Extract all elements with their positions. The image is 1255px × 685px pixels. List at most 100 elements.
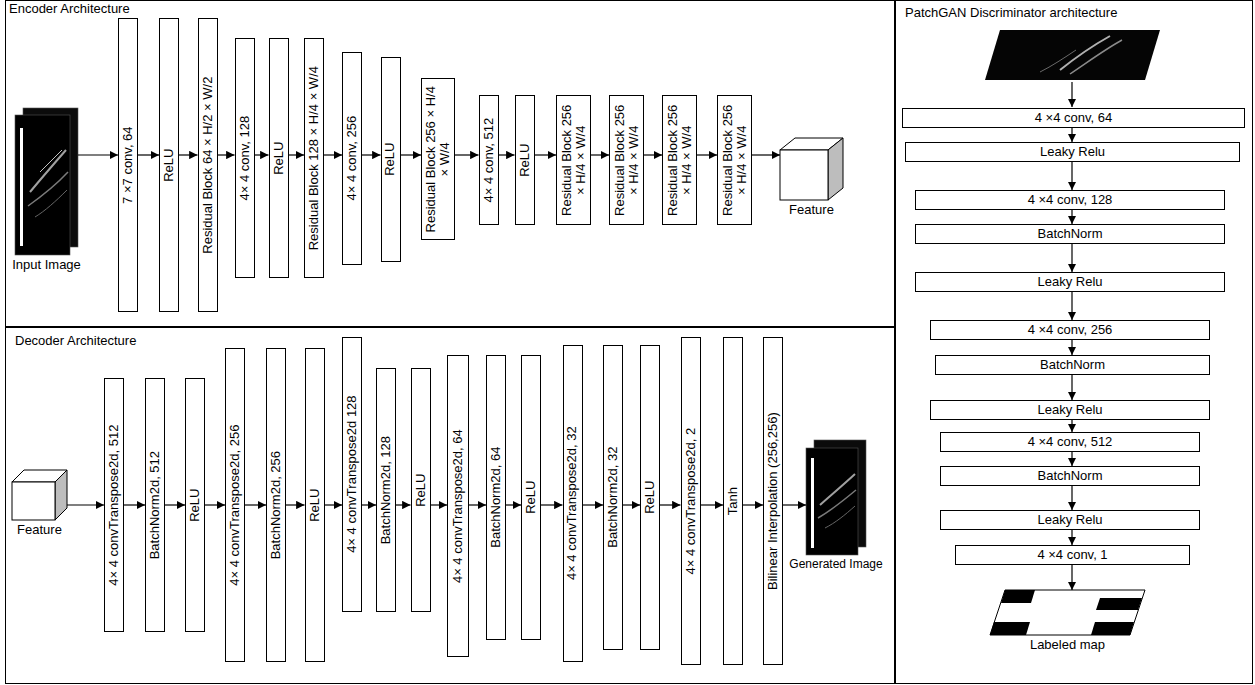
layer-label: Residual Block 256 × H/4 × W/4 <box>720 100 749 220</box>
layer-label: ReLU <box>188 383 202 627</box>
layer-block: 4× 4 conv, 128 <box>235 38 255 278</box>
layer-label: Leaky Relu <box>1037 513 1102 527</box>
flow-arrow <box>469 504 486 505</box>
image-front <box>806 448 858 555</box>
layer-block: Residual Block 256 × H/4 × W/4 <box>609 95 644 225</box>
image-caption: Input Image <box>0 258 132 272</box>
image-node: Generated Image <box>806 440 866 555</box>
layer-label: 4× 4 convTranspose2d, 64 <box>451 360 465 652</box>
layer-label: ReLU <box>413 373 427 607</box>
image-streak <box>40 150 62 172</box>
panel-title: Decoder Architecture <box>6 328 894 348</box>
panel-title: PatchGAN Discriminator architecture <box>896 1 1252 20</box>
image-caption: Feature <box>0 523 125 537</box>
layer-label: ReLU <box>383 62 397 257</box>
flow-arrow <box>1071 292 1072 320</box>
flow-arrow <box>1071 340 1072 355</box>
flow-arrow <box>541 504 563 505</box>
layer-block: Bilinear Interpolation (256,256) <box>763 337 783 665</box>
layer-label: BatchNorm2d, 128 <box>379 373 393 607</box>
layer-label: 4× 4 conv, 256 <box>345 57 359 260</box>
flow-arrow <box>431 504 448 505</box>
image-streak <box>1060 36 1110 70</box>
layer-block: Residual Block 128 × H/4 × W/4 <box>304 38 324 278</box>
image-bar <box>20 128 23 246</box>
layer-block: Residual Block 256 × H/4 × W/4 <box>717 95 752 225</box>
layer-block: ReLU <box>381 57 401 262</box>
layer-label: 4× 4 convTranspose2d, 2 <box>683 342 697 660</box>
layer-block: Leaky Relu <box>930 400 1210 420</box>
layer-block: Residual Block 256 × H/4 × W/4 <box>421 78 455 240</box>
layer-block: 4× 4 convTranspose2d, 256 <box>225 348 245 662</box>
image-streak <box>1070 40 1122 74</box>
layer-label: 4× 4 convTranspose2d, 512 <box>107 383 121 627</box>
flow-arrow <box>591 154 609 155</box>
layer-label: BatchNorm <box>1037 469 1102 483</box>
flow-arrow <box>1071 210 1072 224</box>
layer-label: ReLU <box>643 350 657 645</box>
image-node: Labeled map <box>990 590 1145 635</box>
layer-block: Residual Block 64 × H/2 × W/2 <box>198 18 218 312</box>
flow-arrow <box>697 154 717 155</box>
flow-arrow <box>67 504 104 505</box>
layer-label: 7 ×7 conv, 64 <box>121 23 135 307</box>
map-outline <box>990 590 1145 635</box>
layer-block: 4 ×4 conv, 512 <box>940 432 1200 452</box>
layer-block: BatchNorm2d, 32 <box>603 345 623 650</box>
layer-label: BatchNorm2d, 64 <box>489 360 503 635</box>
layer-label: ReLU <box>524 360 538 635</box>
image-caption: Feature <box>727 203 897 217</box>
flow-arrow <box>644 154 662 155</box>
flow-arrow <box>218 154 235 155</box>
layer-label: 4× 4 conv, 128 <box>237 43 251 273</box>
flow-arrow <box>255 154 269 155</box>
layer-label: Residual Block 64 × H/2 × W/2 <box>200 23 214 307</box>
layer-block: 4× 4 convTranspose2d, 32 <box>563 345 583 662</box>
layer-label: Residual Block 256 × H/4 × W/4 <box>559 100 588 220</box>
map-patch <box>990 622 1030 635</box>
flow-arrow <box>499 154 515 155</box>
layer-block: 4 ×4 conv, 1 <box>955 545 1190 565</box>
layer-label: 4 ×4 conv, 512 <box>1028 435 1113 449</box>
layer-block: 4× 4 conv, 256 <box>342 52 362 265</box>
labeled-map-figure <box>990 590 1145 635</box>
layer-block: Leaky Relu <box>905 142 1240 162</box>
layer-block: ReLU <box>640 345 660 650</box>
layer-block: BatchNorm2d, 128 <box>376 368 396 612</box>
layer-block: Residual Block 256 × H/4 × W/4 <box>556 95 591 225</box>
layer-block: ReLU <box>411 368 431 612</box>
flow-arrow <box>1071 375 1072 400</box>
feature-cube <box>12 470 67 520</box>
layer-block: 4× 4 convTranspose2d, 64 <box>447 355 469 657</box>
flow-arrow <box>325 504 343 505</box>
layer-label: BatchNorm <box>1037 227 1102 241</box>
image-streak <box>30 150 66 192</box>
flow-arrow <box>401 154 422 155</box>
layer-block: ReLU <box>515 95 535 225</box>
flow-arrow <box>1071 128 1072 142</box>
layer-label: 4× 4 convTranspose2d, 256 <box>228 353 242 657</box>
image-node: Feature <box>12 470 67 520</box>
layer-label: Residual Block 128 × H/4 × W/4 <box>307 43 321 273</box>
layer-label: 4× 4 convTranspose2d, 32 <box>565 350 579 657</box>
map-patch <box>1091 622 1134 635</box>
flow-arrow <box>783 504 806 505</box>
layer-block: 4× 4 conv, 512 <box>479 95 499 225</box>
layer-block: BatchNorm2d, 256 <box>266 348 286 662</box>
flow-arrow <box>1071 82 1072 107</box>
flow-arrow <box>205 504 225 505</box>
layer-block: 4 ×4 conv, 256 <box>930 320 1210 340</box>
layer-block: Tanh <box>723 337 743 665</box>
cube-side <box>55 470 67 520</box>
flow-arrow <box>1071 162 1072 190</box>
flow-arrow <box>78 154 118 155</box>
flow-arrow <box>455 154 479 155</box>
image-streak <box>1040 50 1076 72</box>
generated-image-figure <box>806 440 866 555</box>
flow-arrow <box>1071 420 1072 432</box>
layer-block: ReLU <box>521 355 541 640</box>
layer-block: 4 ×4 conv, 128 <box>915 190 1225 210</box>
image-streak <box>820 474 855 505</box>
layer-block: BatchNorm <box>940 466 1200 486</box>
